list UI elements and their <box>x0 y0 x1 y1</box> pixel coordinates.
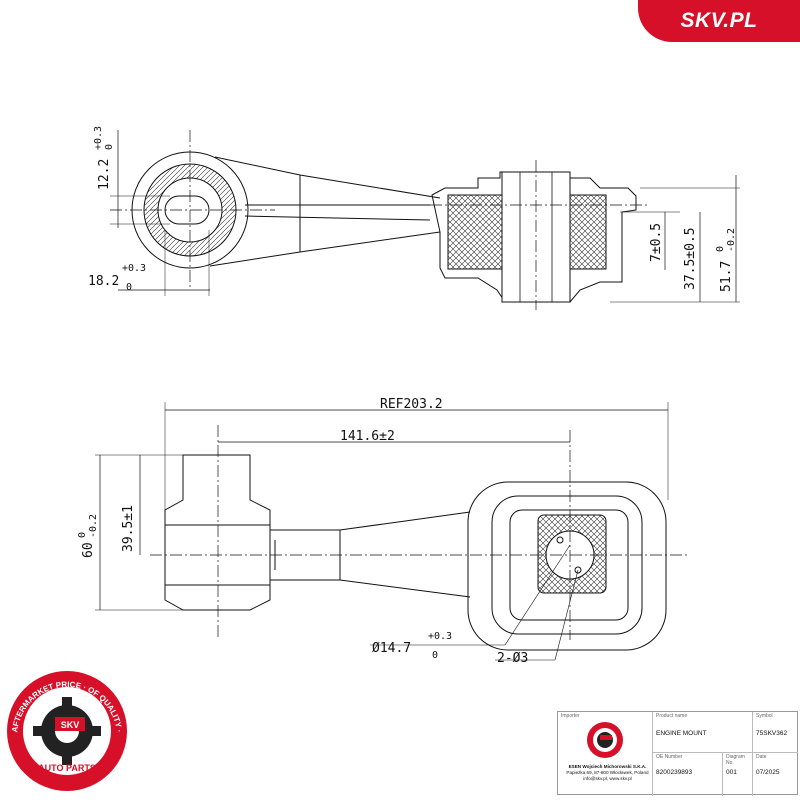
dim-12-2: 12.2 <box>97 159 112 190</box>
dim-18-2: 18.2 <box>88 274 119 289</box>
dim-7: 7±0.5 <box>649 223 664 262</box>
dim-60-tol-up: 0 <box>77 532 88 538</box>
dim-51-7-tol-low: -0.2 <box>726 228 737 252</box>
side-small-hole-1 <box>556 536 564 544</box>
diagram-label: Diagram No. <box>726 754 745 766</box>
side-housing-mid <box>491 495 643 635</box>
side-view <box>95 402 690 661</box>
date-cell: Date 07/2025 <box>753 753 798 796</box>
product-cell: Product name ENGINE MOUNT <box>653 712 752 752</box>
rubber-left <box>447 194 503 270</box>
diagram-cell: Diagram No. 001 <box>723 753 752 796</box>
symbol-cell: Symbol 75SKV362 <box>753 712 798 752</box>
dim-12-2-tol-low: 0 <box>104 144 115 150</box>
product-label: Product name <box>656 713 688 719</box>
leader-dia <box>504 544 571 646</box>
dim-51-7-tol-up: 0 <box>715 246 726 252</box>
dim-holes: 2-Ø3 <box>497 651 528 666</box>
dim-18-2-tol-low: 0 <box>126 282 132 293</box>
side-view-labels: REF203.2 141.6±2 39.5±1 60 0 -0.2 Ø14.7 … <box>77 397 528 666</box>
top-view-labels: 12.2 +0.3 0 18.2 +0.3 0 7±0.5 37.5±0.5 5… <box>88 126 737 293</box>
date-value: 07/2025 <box>756 769 780 776</box>
symbol-label: Symbol <box>756 713 773 719</box>
badge-skv-plate <box>55 717 85 731</box>
arm-outline <box>209 156 441 267</box>
oe-cell: OE Number 8200239893 <box>653 753 722 796</box>
importer-line3: info@skv.pl, www.skv.pl <box>583 776 632 781</box>
right-housing <box>431 171 637 303</box>
date-label: Date <box>756 754 767 760</box>
side-small-hole-2 <box>574 566 582 574</box>
dim-ref: REF203.2 <box>380 397 443 412</box>
oe-value: 8200239893 <box>656 769 693 776</box>
side-housing-inner <box>509 509 629 621</box>
title-block: Importer ESEN Wojciech Michorowski S.K.A… <box>557 711 798 796</box>
side-housing-outer <box>467 481 667 651</box>
dim-dia: Ø14.7 <box>372 641 411 656</box>
dim-51-7: 51.7 <box>719 261 734 292</box>
dim-60-tol-low: -0.2 <box>88 514 99 538</box>
importer-logo <box>587 722 623 758</box>
oe-label: OE Number <box>656 754 683 760</box>
dim-39-5: 39.5±1 <box>121 505 136 552</box>
symbol-value: 75SKV362 <box>756 730 788 737</box>
dim-dia-tol-up: +0.3 <box>428 631 452 642</box>
brand-logo-text: SKV.PL <box>680 9 758 32</box>
brand-tab[interactable]: SKV.PL <box>638 0 800 42</box>
dim-dia-tol-low: 0 <box>432 650 438 661</box>
quality-badge: AFTERMARKET PRICE · OF QUALITY · SKV AUT… <box>7 671 127 791</box>
product-value: ENGINE MOUNT <box>656 730 707 737</box>
dim-37-5: 37.5±0.5 <box>683 227 698 290</box>
side-arm <box>270 511 471 598</box>
importer-line1: ESEN Wojciech Michorowski S.K.A. <box>568 764 647 769</box>
leader-holes <box>554 569 579 661</box>
importer-line2: Papieżka 69, 87-800 Włocławek, Poland <box>566 770 649 775</box>
badge-bottom-text: AUTO PARTS <box>38 763 96 773</box>
top-view <box>110 130 740 310</box>
dim-141-6: 141.6±2 <box>340 429 395 444</box>
importer-cell: Importer ESEN Wojciech Michorowski S.K.A… <box>558 712 652 796</box>
rubber-right <box>569 194 607 270</box>
side-left-bushing <box>164 454 271 611</box>
dim-60: 60 <box>81 542 96 558</box>
diagram-value: 001 <box>726 769 737 776</box>
dim-18-2-tol-up: +0.3 <box>122 263 146 274</box>
badge-center-text: SKV <box>61 720 80 730</box>
dim-12-2-tol-up: +0.3 <box>93 126 104 150</box>
importer-label: Importer <box>561 713 580 719</box>
